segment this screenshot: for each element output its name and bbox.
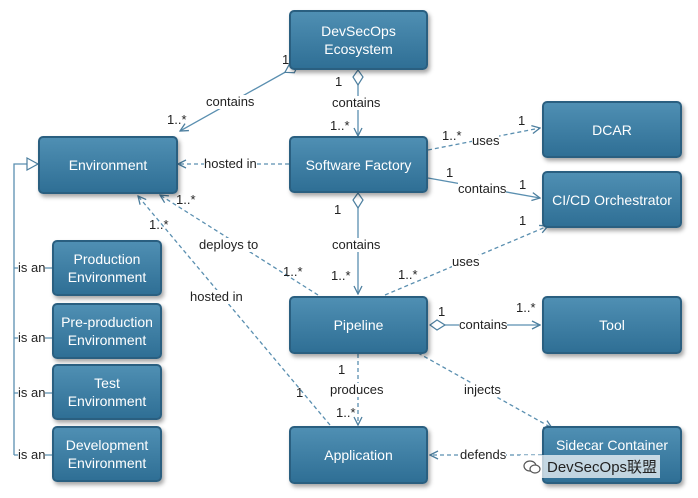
multiplicity-label: 1 bbox=[438, 304, 446, 319]
multiplicity-label: 1..* bbox=[442, 128, 462, 143]
node-label-line: Environment bbox=[67, 269, 147, 285]
cicd-orchestrator-node[interactable]: CI/CD Orchestrator bbox=[542, 171, 682, 228]
relation-label-contains: contains bbox=[458, 181, 507, 196]
node-label-line: Sidecar Container bbox=[555, 437, 669, 453]
relation-label-contains: contains bbox=[206, 94, 255, 109]
multiplicity-label: 1..* bbox=[516, 300, 536, 315]
relation-label-is-an: is an bbox=[18, 330, 46, 345]
node-label-line: Application bbox=[324, 447, 393, 463]
relation-label-uses: uses bbox=[452, 254, 480, 269]
edge-pipeline-cicd bbox=[384, 226, 548, 296]
relation-label-hosted-in: hosted in bbox=[190, 289, 243, 304]
node-label-line: Production bbox=[73, 251, 141, 267]
preproduction-environment-node[interactable]: Pre-production Environment bbox=[52, 303, 162, 359]
multiplicity-label: 1 bbox=[338, 362, 346, 377]
application-node[interactable]: Application bbox=[289, 426, 428, 484]
devsecops-ecosystem-node[interactable]: DevSecOps Ecosystem bbox=[289, 10, 428, 70]
relation-label-is-an: is an bbox=[18, 260, 46, 275]
multiplicity-label: 1..* bbox=[176, 192, 196, 207]
node-label-line: Test bbox=[94, 375, 120, 391]
wechat-logo-icon bbox=[523, 459, 541, 474]
multiplicity-label: 1..* bbox=[149, 217, 169, 232]
multiplicity-label: 1 bbox=[519, 213, 527, 228]
node-label-line: DevSecOps bbox=[321, 23, 396, 39]
edge-application-environment bbox=[138, 196, 331, 426]
node-label-line: Pre-production bbox=[61, 314, 153, 330]
watermark: DevSecOps联盟 bbox=[520, 455, 661, 478]
multiplicity-label: 1..* bbox=[336, 405, 356, 420]
pipeline-node[interactable]: Pipeline bbox=[289, 296, 428, 354]
relation-label-uses: uses bbox=[472, 133, 500, 148]
node-label-line: Tool bbox=[599, 317, 625, 333]
node-label-line: Software Factory bbox=[305, 156, 412, 173]
development-environment-node[interactable]: Development Environment bbox=[52, 426, 162, 482]
environment-node[interactable]: Environment bbox=[38, 136, 178, 194]
tool-node[interactable]: Tool bbox=[542, 296, 682, 354]
edge-pipeline-sidecar bbox=[417, 352, 552, 428]
production-environment-node[interactable]: Production Environment bbox=[52, 240, 162, 296]
node-label-line: CI/CD Orchestrator bbox=[552, 191, 672, 208]
relation-label-is-an: is an bbox=[18, 447, 46, 462]
multiplicity-label: 1 bbox=[518, 113, 526, 128]
test-environment-node[interactable]: Test Environment bbox=[52, 364, 162, 420]
node-label-line: Environment bbox=[67, 332, 147, 348]
multiplicity-label: 1 bbox=[282, 52, 290, 67]
multiplicity-label: 1 bbox=[519, 177, 527, 192]
multiplicity-label: 1 bbox=[296, 385, 304, 400]
relation-label-is-an: is an bbox=[18, 385, 46, 400]
relation-label-deploys-to: deploys to bbox=[199, 237, 259, 252]
node-label-line: Environment bbox=[68, 157, 148, 173]
multiplicity-label: 1 bbox=[334, 202, 342, 217]
relation-label-defends: defends bbox=[460, 447, 507, 462]
multiplicity-label: 1..* bbox=[331, 268, 351, 283]
multiplicity-label: 1..* bbox=[330, 118, 350, 133]
node-label-line: Environment bbox=[67, 393, 147, 409]
relation-label-contains: contains bbox=[459, 317, 508, 332]
software-factory-node[interactable]: Software Factory bbox=[289, 136, 428, 193]
multiplicity-label: 1..* bbox=[167, 112, 187, 127]
multiplicity-label: 1 bbox=[335, 74, 343, 89]
watermark-text: DevSecOps联盟 bbox=[547, 459, 658, 476]
multiplicity-label: 1..* bbox=[398, 267, 418, 282]
multiplicity-label: 1..* bbox=[283, 264, 303, 279]
relation-label-contains: contains bbox=[332, 237, 381, 252]
dcar-node[interactable]: DCAR bbox=[542, 101, 682, 158]
relation-label-injects: injects bbox=[464, 382, 501, 397]
node-label-line: DCAR bbox=[592, 121, 632, 138]
relation-label-produces: produces bbox=[330, 382, 384, 397]
node-label-line: Environment bbox=[67, 455, 147, 471]
relation-label-contains: contains bbox=[332, 95, 381, 110]
relation-label-hosted-in: hosted in bbox=[204, 156, 257, 171]
multiplicity-label: 1 bbox=[446, 165, 454, 180]
node-label-line: Ecosystem bbox=[324, 41, 393, 57]
node-label-line: Development bbox=[65, 437, 149, 453]
edge-generalization bbox=[13, 164, 38, 455]
node-label-line: Pipeline bbox=[333, 317, 384, 333]
